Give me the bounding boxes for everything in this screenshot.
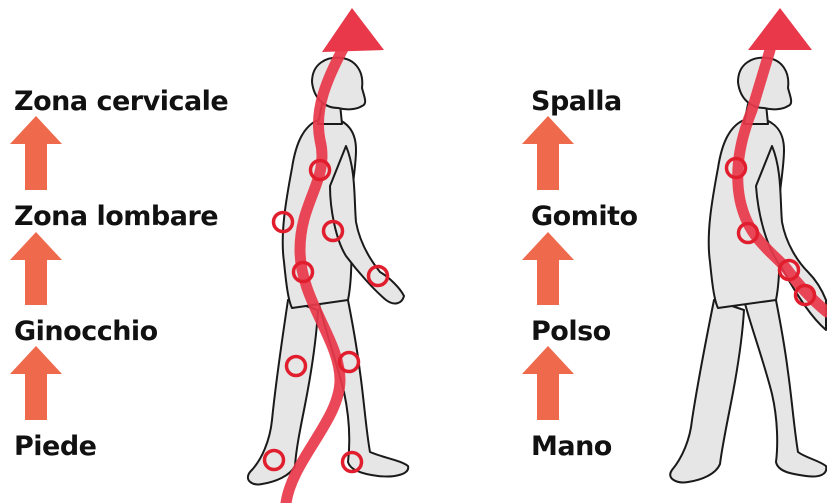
left-up-arrows xyxy=(10,116,62,420)
up-arrow-3 xyxy=(10,346,62,420)
up-arrow-1 xyxy=(10,116,62,190)
up-arrow-4 xyxy=(522,116,574,190)
left-chain-arrowhead xyxy=(322,8,384,52)
up-arrow-5 xyxy=(522,232,574,305)
up-arrow-2 xyxy=(10,232,62,305)
right-chain-arrowhead xyxy=(748,8,812,50)
up-arrow-6 xyxy=(522,346,574,420)
right-up-arrows xyxy=(522,116,574,420)
